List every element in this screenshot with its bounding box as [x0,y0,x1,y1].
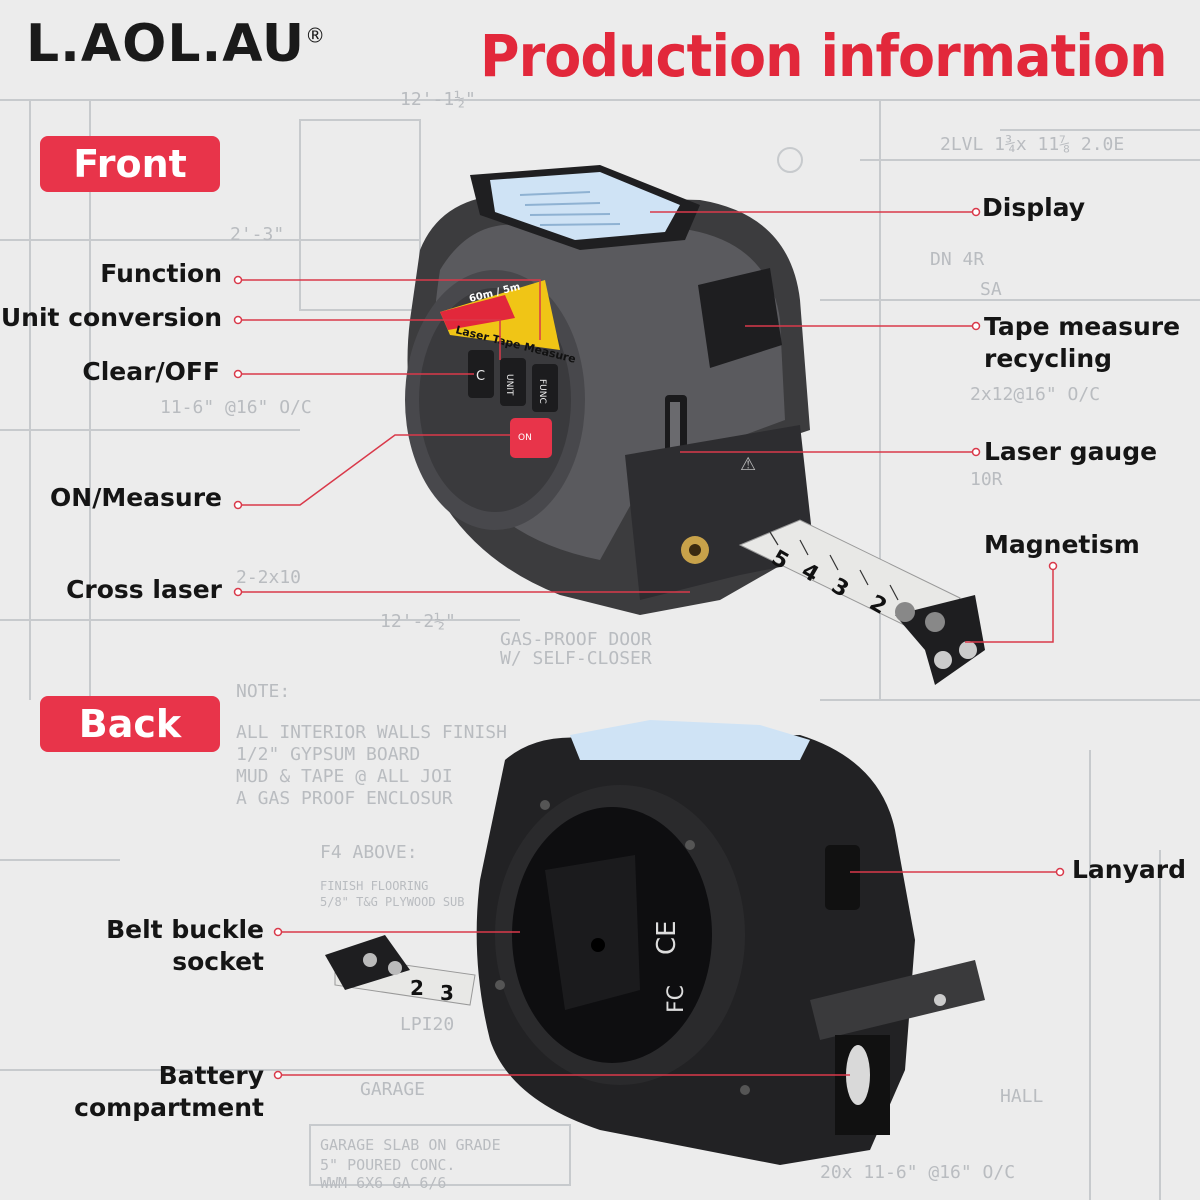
svg-text:5/8" T&G PLYWOOD SUB: 5/8" T&G PLYWOOD SUB [320,895,465,909]
tape-recycle-button[interactable] [698,268,782,368]
label-on-measure: ON/Measure [50,483,222,512]
svg-text:5" POURED CONC.: 5" POURED CONC. [320,1156,455,1174]
fc-mark: FC [664,985,689,1013]
unit-button-label: UNIT [504,374,514,396]
svg-text:HALL: HALL [1000,1086,1044,1107]
svg-text:DN 4R: DN 4R [930,249,984,270]
svg-text:2-2x10: 2-2x10 [236,567,301,588]
svg-text:10R: 10R [970,469,1003,490]
back-section-tag: Back [40,696,220,752]
svg-text:MUD & TAPE @ ALL JOI: MUD & TAPE @ ALL JOI [236,766,453,787]
label-lanyard: Lanyard [1072,855,1186,884]
svg-text:GARAGE SLAB ON GRADE: GARAGE SLAB ON GRADE [320,1136,501,1154]
clear-button-label: C [476,369,485,384]
svg-text:NOTE:: NOTE: [236,681,290,702]
svg-text:GARAGE: GARAGE [360,1079,425,1100]
func-button[interactable] [532,364,558,412]
tape-number: 2 [410,976,424,1000]
svg-text:12'-2½": 12'-2½" [380,611,456,632]
tape-number: 3 [440,981,454,1005]
svg-text:2x12@16" O/C: 2x12@16" O/C [970,384,1100,405]
svg-text:F4 ABOVE:: F4 ABOVE: [320,842,418,863]
svg-text:SA: SA [980,279,1002,300]
on-measure-button[interactable] [510,418,552,458]
brand-logo: L.AOL.AU® [26,14,327,74]
svg-text:W/ SELF-CLOSER: W/ SELF-CLOSER [500,648,652,669]
func-button-label: FUNC [537,379,547,404]
svg-text:LPI20: LPI20 [400,1014,454,1035]
svg-text:ALL INTERIOR WALLS FINISH: ALL INTERIOR WALLS FINISH [236,722,507,743]
svg-text:12'-1½": 12'-1½" [400,89,476,110]
svg-text:20x 11-6" @16" O/C: 20x 11-6" @16" O/C [820,1162,1015,1183]
svg-text:1/2" GYPSUM BOARD: 1/2" GYPSUM BOARD [236,744,420,765]
label-unit-conversion: Unit conversion [0,303,222,332]
svg-text:2'-3": 2'-3" [230,224,284,245]
svg-text:2LVL 1¾x 11⅞ 2.0E: 2LVL 1¾x 11⅞ 2.0E [940,134,1124,155]
label-clear-off: Clear/OFF [82,357,220,386]
label-function: Function [100,259,222,288]
svg-text:⚠: ⚠ [740,454,756,475]
back-device: CE FC 2 3 [325,720,985,1165]
front-section-tag: Front [40,136,220,192]
page-title: Production information [480,22,1168,90]
clear-off-button[interactable] [468,350,494,398]
label-magnetism: Magnetism [984,530,1140,559]
on-button-label: ON [518,433,532,443]
unit-button[interactable] [500,358,526,406]
label-laser-gauge: Laser gauge [984,437,1158,466]
svg-text:A GAS PROOF ENCLOSUR: A GAS PROOF ENCLOSUR [236,788,453,809]
ce-mark: CE [652,920,682,955]
label-cross-laser: Cross laser [66,575,222,604]
svg-text:FINISH FLOORING: FINISH FLOORING [320,879,428,893]
svg-text:GAS-PROOF DOOR: GAS-PROOF DOOR [500,629,652,650]
svg-text:WWM 6X6 GA 6/6: WWM 6X6 GA 6/6 [320,1174,446,1192]
front-device: Laser Tape Measure 60m / 5m C UNIT FUNC … [405,165,985,685]
svg-text:11-6" @16" O/C: 11-6" @16" O/C [160,397,312,418]
label-display: Display [982,193,1086,222]
